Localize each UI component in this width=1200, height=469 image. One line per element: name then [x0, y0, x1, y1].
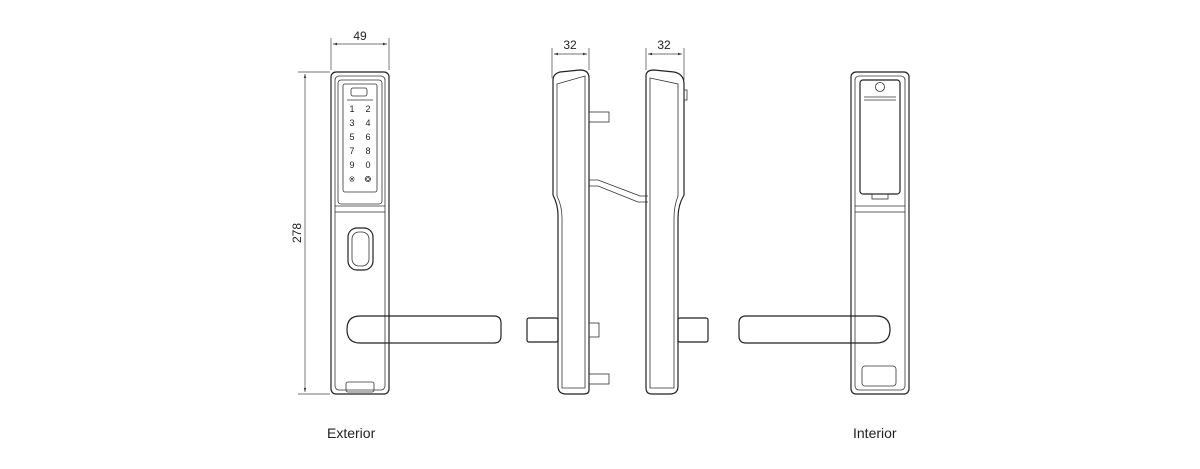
- interior-bottom-button: [861, 365, 897, 387]
- key-star: ※: [349, 175, 356, 184]
- dimension-height: 278: [290, 71, 330, 395]
- key-1: 1: [349, 104, 354, 114]
- side-view-right: 32: [645, 38, 709, 395]
- card-reader-icon: [350, 87, 368, 97]
- interior-body-inner: [854, 75, 906, 391]
- keypad-keys: 1 2 3 4 5 6 7 8 9 0 ※ ❂: [349, 104, 372, 184]
- right-side-inner: [649, 77, 679, 389]
- left-side-inner: [556, 75, 586, 389]
- key-2: 2: [365, 104, 370, 114]
- key-cylinder: [347, 227, 374, 271]
- key-4: 4: [365, 118, 370, 128]
- left-side-body: [552, 69, 590, 395]
- spindle-block-left: [588, 322, 600, 338]
- key-0: 0: [365, 160, 370, 170]
- key-5: 5: [349, 132, 354, 142]
- knob-icon: [875, 82, 885, 92]
- exterior-body-inner: [334, 75, 386, 391]
- side-view-left: 32: [526, 38, 648, 395]
- key-3: 3: [349, 118, 354, 128]
- keypad-glass: [342, 83, 378, 193]
- cover-latch: [871, 193, 889, 200]
- key-7: 7: [349, 146, 354, 156]
- interior-lever-handle: [738, 315, 891, 344]
- exterior-caption: Exterior: [327, 425, 376, 441]
- interior-view: [738, 71, 910, 395]
- dimension-depth-right-label: 32: [657, 38, 671, 52]
- upper-spindle-left: [588, 111, 610, 123]
- exterior-view: 49 278 1 2 3 4 5 6 7 8 9 0 ※ ❂: [290, 29, 502, 395]
- connecting-cable-lower: [589, 185, 648, 203]
- exterior-body: [330, 71, 390, 395]
- right-side-body: [645, 69, 685, 395]
- key-6: 6: [365, 132, 370, 142]
- dimension-width-label: 49: [353, 29, 367, 43]
- interior-caption: Interior: [853, 425, 897, 441]
- dimension-width: 49: [330, 29, 390, 70]
- keypad-panel: [337, 79, 383, 205]
- dimension-depth-left: 32: [551, 38, 590, 78]
- lower-spindle-left: [588, 373, 610, 385]
- connecting-cable: [589, 179, 648, 197]
- dimension-depth-left-label: 32: [563, 38, 577, 52]
- key-cylinder-inner: [351, 231, 370, 267]
- key-8: 8: [365, 146, 370, 156]
- dimension-depth-right: 32: [645, 38, 685, 80]
- battery-cover: [345, 381, 375, 393]
- dimension-height-label: 278: [290, 223, 304, 243]
- exterior-lever-handle: [346, 315, 502, 344]
- left-lever-stub: [526, 317, 559, 343]
- interior-body: [850, 71, 910, 395]
- key-lock: ❂: [365, 175, 372, 184]
- right-side-notch: [683, 89, 688, 101]
- right-lever-stub: [677, 317, 709, 343]
- key-9: 9: [349, 160, 354, 170]
